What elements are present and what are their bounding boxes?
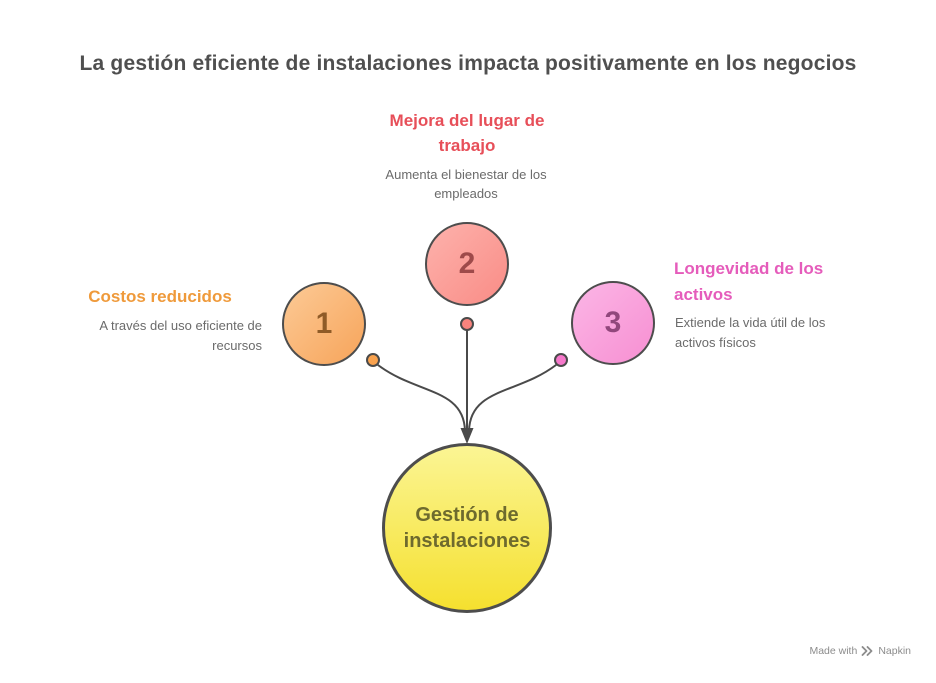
connector-right — [468, 364, 557, 432]
arrowhead-icon — [460, 428, 474, 444]
node-3-description: Extiende la vida útil de los activos fís… — [675, 315, 826, 350]
node-1-number: 1 — [315, 307, 333, 340]
node-2-number: 2 — [458, 247, 476, 280]
node-2-description: Aumenta el bienestar de los empleados — [385, 167, 547, 201]
page-title: La gestión eficiente de instalaciones im… — [79, 52, 857, 75]
node-2-circle: 2 — [425, 222, 509, 306]
node-3-heading: Longevidad de los activos — [674, 259, 824, 304]
made-with-label: Made with — [809, 645, 858, 657]
node-1-heading: Costos reducidos — [88, 287, 232, 306]
node-1-description: A través del uso eficiente de recursos — [99, 318, 262, 353]
node-1-circle: 1 — [282, 282, 366, 366]
node-3-number: 3 — [604, 306, 622, 339]
node-3-circle: 3 — [571, 281, 655, 365]
made-with-napkin-link[interactable]: Made with Napkin — [809, 645, 911, 657]
napkin-logo-icon — [861, 646, 873, 656]
dot-node-3 — [554, 353, 568, 367]
dot-node-2 — [460, 317, 474, 331]
node-2-heading: Mejora del lugar de trabajo — [389, 111, 545, 155]
dot-node-1 — [366, 353, 380, 367]
center-node-label: Gestión de instalaciones — [403, 504, 531, 552]
connector-left — [377, 364, 466, 432]
center-node-circle: Gestión de instalaciones — [382, 443, 552, 613]
brand-label: Napkin — [878, 645, 911, 657]
